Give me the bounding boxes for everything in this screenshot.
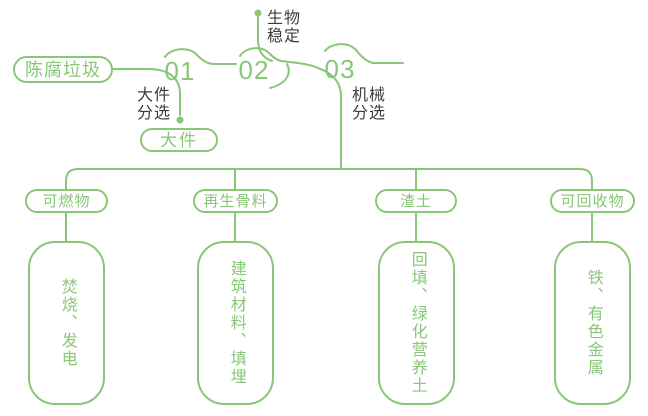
output-box-recyclables: 铁、有色金属 bbox=[554, 241, 631, 405]
dot-bio bbox=[254, 9, 262, 17]
step-number-03: 03 bbox=[324, 54, 356, 84]
bulky-output-label: 大件 bbox=[160, 130, 198, 150]
output-use-text: 回填、绿化营养土 bbox=[408, 251, 426, 395]
category-pill-combustibles: 可燃物 bbox=[25, 189, 108, 213]
output-use-text: 铁、有色金属 bbox=[584, 269, 602, 377]
step-number-01: 01 bbox=[164, 56, 196, 86]
arc-step-03 bbox=[324, 43, 404, 64]
output-box-slag-soil: 回填、绿化营养土 bbox=[378, 241, 455, 405]
arc-step-01 bbox=[164, 48, 237, 65]
category-pill-slag-soil: 渣土 bbox=[375, 189, 457, 213]
dot-bulky bbox=[176, 116, 184, 124]
distribution-bar bbox=[65, 168, 593, 190]
category-pill-recycled-aggregate: 再生骨料 bbox=[193, 189, 278, 213]
line-bio-stem bbox=[257, 16, 273, 62]
label-bio-line2: 稳定 bbox=[267, 28, 302, 45]
step-number-02: 02 bbox=[238, 55, 270, 85]
bulky-output-pill: 大件 bbox=[140, 128, 218, 152]
label-bulky-line1: 大件 bbox=[137, 87, 172, 104]
line-02-to-bar bbox=[280, 60, 342, 169]
label-biological-stabilization: 生物稳定 bbox=[267, 10, 301, 46]
output-box-combustibles: 焚烧、发电 bbox=[28, 241, 105, 405]
label-bulky-line2: 分选 bbox=[137, 105, 172, 122]
label-mech-line1: 机械 bbox=[352, 87, 387, 104]
category-label: 再生骨料 bbox=[203, 192, 268, 210]
output-box-recycled-aggregate: 建筑材料、填埋 bbox=[197, 241, 274, 405]
category-pill-recyclables: 可回收物 bbox=[550, 189, 635, 213]
category-label: 渣土 bbox=[399, 192, 432, 210]
category-label: 可回收物 bbox=[560, 192, 625, 210]
label-bio-line1: 生物 bbox=[267, 10, 302, 27]
arc-step-02 bbox=[239, 47, 282, 62]
label-mech-line2: 分选 bbox=[352, 105, 387, 122]
category-label: 可燃物 bbox=[42, 192, 91, 210]
source-label: 陈腐垃圾 bbox=[25, 59, 101, 80]
label-mechanical-sorting: 机械分选 bbox=[352, 87, 386, 123]
output-use-text: 建筑材料、填埋 bbox=[227, 260, 245, 386]
line-source-to-bulky bbox=[112, 68, 181, 116]
label-bulky-sorting: 大件分选 bbox=[137, 87, 171, 123]
output-use-text: 焚烧、发电 bbox=[58, 278, 76, 368]
source-pill: 陈腐垃圾 bbox=[13, 56, 113, 83]
arc-tail-02 bbox=[269, 63, 290, 89]
